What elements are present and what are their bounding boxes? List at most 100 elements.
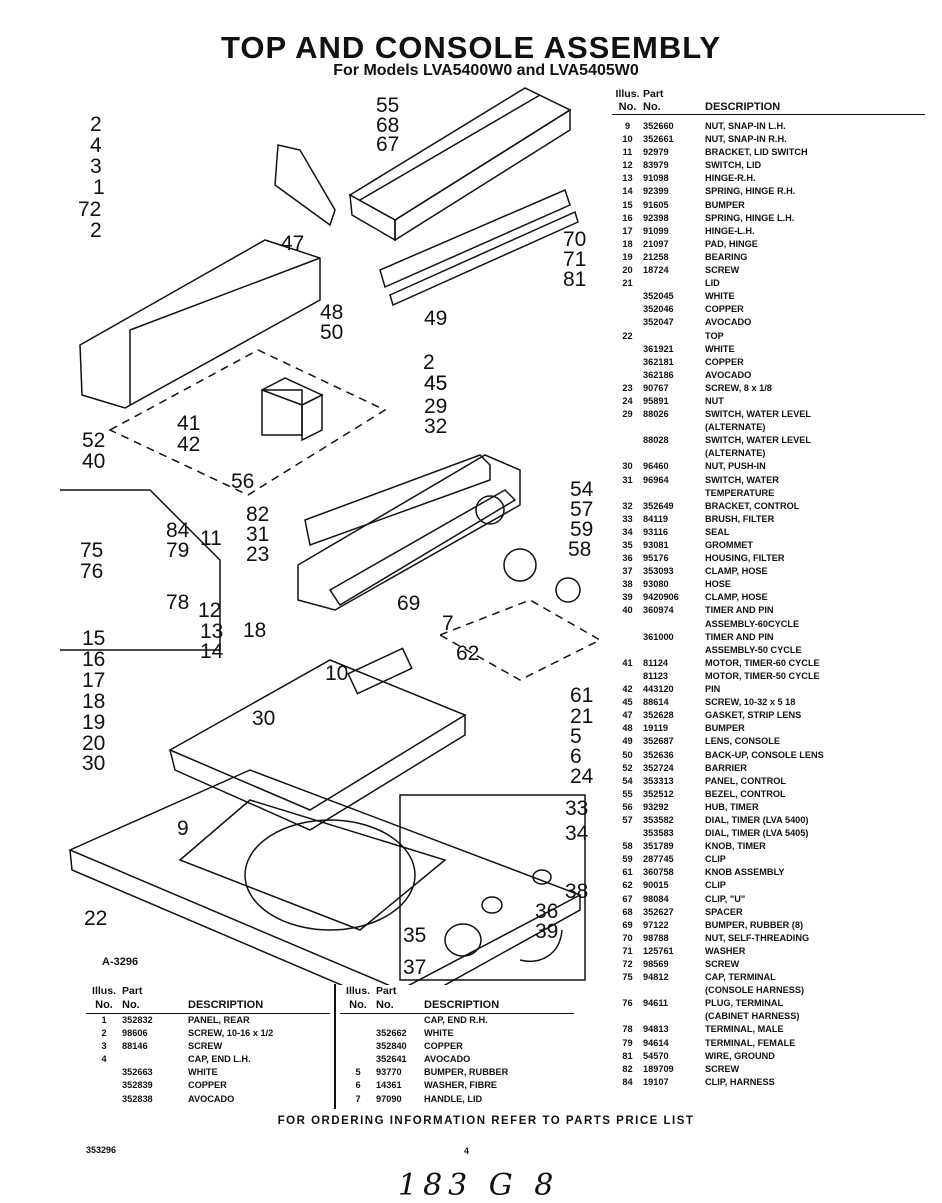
part-description: TEMPERATURE [705,487,775,498]
part-number: 92398 [643,212,669,223]
part-number: 353093 [643,566,674,577]
table-row: ASSEMBLY-60CYCLE [612,618,925,631]
part-description: COPPER [705,356,744,367]
part-number: 91605 [643,199,669,210]
part-description: WHITE [188,1067,218,1078]
illus-number [612,644,643,657]
illus-number: 2 [101,1028,107,1039]
callout: 19 [82,711,105,734]
handwritten-note: 183 G 8 [398,1168,560,1203]
page-number: 4 [464,1146,470,1156]
part-description: BEZEL, CONTROL [705,788,786,799]
header-no: No. [376,998,424,1014]
part-number: 97090 [376,1093,402,1104]
illus-number [612,316,643,329]
part-description: SCREW, 8 x 1/8 [705,382,772,393]
part-number: 93081 [643,540,669,550]
part-description: WIRE, GROUND [705,1050,775,1061]
illus-number: 50 [622,749,633,760]
part-description: LID [705,278,720,289]
callout: 18 [82,690,105,713]
callout: 78 [166,591,189,614]
end-cap-lh [274,144,336,227]
callout: 24 [570,765,594,788]
part-description: WHITE [424,1028,454,1039]
part-number: 352662 [376,1028,407,1039]
part-number: 353583 [643,828,674,839]
part-description: TOP [705,330,724,341]
part-description: (CABINET HARNESS) [705,1011,800,1022]
callout: 4 [90,134,102,157]
illus-number: 57 [622,814,633,825]
callout: 9 [177,817,189,840]
illus-number: 12 [622,160,633,171]
part-number: 352663 [122,1067,153,1078]
part-number: 91099 [643,225,669,236]
part-number: 360974 [643,605,674,616]
part-description: KNOB ASSEMBLY [705,867,785,878]
part-description: SWITCH, WATER LEVEL [705,435,811,446]
part-number: 97122 [643,919,669,930]
illus-number: 5 [355,1067,361,1078]
callout: 41 [177,412,200,435]
parts-table-middle: Illus. Part No. No. DESCRIPTION CAP, END… [340,985,574,1106]
callout: 21 [570,705,593,728]
part-number: 352628 [643,710,674,721]
callout: 20 [82,732,105,755]
part-description: WHITE [705,343,735,354]
part-number: 54570 [643,1050,669,1061]
callout: 69 [397,592,420,615]
header-illus: Illus. [92,985,116,997]
part-description: COPPER [424,1041,463,1052]
illus-number [612,447,643,460]
part-description: BUMPER, RUBBER [424,1067,509,1078]
part-number: 93116 [643,526,669,537]
lid-part [168,659,467,831]
part-description: SWITCH, WATER LEVEL [705,409,811,420]
table-divider [334,984,336,1109]
callout: 71 [563,248,586,271]
part-number: 88146 [122,1041,148,1052]
part-number: 9420906 [643,592,679,603]
part-description: BUMPER [705,723,745,734]
illus-number: 1 [101,1015,107,1025]
callout: 56 [231,470,254,493]
illus-number [612,670,643,683]
part-number: 84119 [643,513,669,524]
table-row: 352662 WHITE [340,1027,574,1040]
callout: 75 [80,539,103,562]
part-number: 352641 [376,1054,407,1065]
part-number: 94611 [643,998,669,1009]
illus-number: 59 [622,854,633,865]
callout: 7 [442,612,454,635]
header-illus: Illus. [615,88,640,100]
part-number: 443120 [643,684,674,695]
part-number: 93292 [643,801,669,812]
callout: 15 [82,627,105,650]
part-description: CLIP, "U" [705,893,746,904]
